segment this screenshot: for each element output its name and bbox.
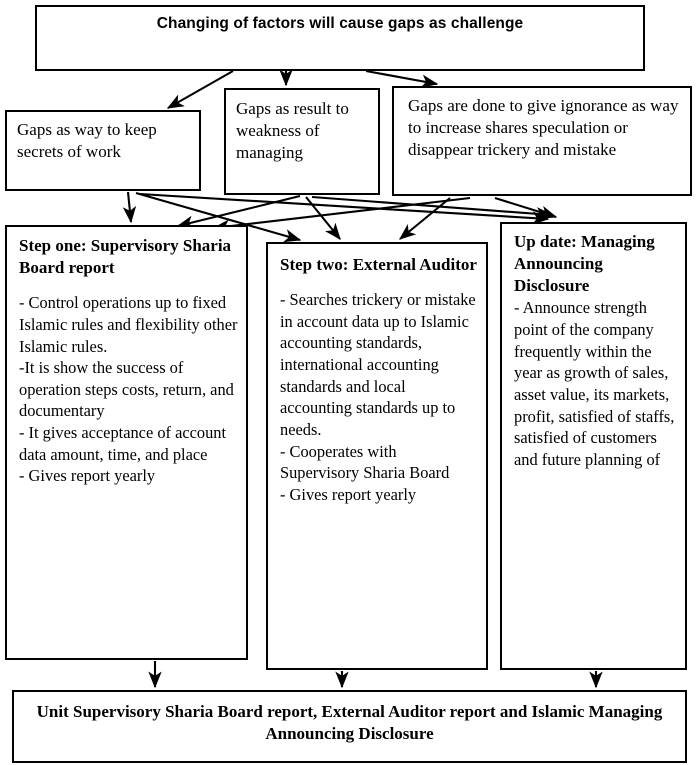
gap-box-secrets: Gaps as way to keep secrets of work (5, 110, 201, 191)
step-box-two-heading: Step two: External Auditor (280, 255, 477, 274)
arrow-gap1-to-step3 (139, 192, 550, 225)
gap-box-secrets-text: Gaps as way to keep secrets of work (17, 120, 157, 162)
arrow-gap2-to-step1 (176, 194, 301, 229)
spacer (280, 276, 478, 289)
step-box-one-body: - Control operations up to fixed Islamic… (19, 293, 238, 486)
step-box-two-body: - Searches trickery or mistake in accoun… (280, 290, 476, 504)
gap-box-weakness-text: Gaps as result to weakness of managing (236, 99, 349, 163)
step-box-update: Up date: Managing Announcing Disclosure … (500, 222, 687, 670)
title-box: Changing of factors will cause gaps as c… (35, 5, 645, 71)
step-box-update-body: - Announce strength point of the company… (514, 298, 675, 469)
arrow-gap2-to-step3 (311, 195, 554, 221)
arrow-gap3-to-step1 (212, 196, 471, 233)
step-box-one: Step one: Supervisory Sharia Board repor… (5, 225, 248, 660)
summary-box: Unit Supervisory Sharia Board report, Ex… (12, 690, 687, 763)
arrow-gap1-to-step1 (122, 191, 137, 224)
summary-text: Unit Supervisory Sharia Board report, Ex… (36, 702, 663, 743)
gap-box-ignorance-text: Gaps are done to give ignorance as way t… (408, 96, 679, 160)
gap-box-ignorance: Gaps are done to give ignorance as way t… (392, 86, 692, 196)
title-text: Changing of factors will cause gaps as c… (156, 15, 524, 32)
spacer (19, 279, 238, 292)
arrow-gap3-to-step2 (399, 197, 451, 240)
arrow-gap2-to-step2 (305, 196, 341, 240)
step-box-update-heading: Up date: Managing Announcing Disclosure (514, 232, 655, 296)
arrow-gap3-to-step3 (494, 196, 558, 219)
step-box-two: Step two: External Auditor - Searches tr… (266, 242, 488, 670)
step-box-one-heading: Step one: Supervisory Sharia Board repor… (19, 236, 232, 278)
gap-box-weakness: Gaps as result to weakness of managing (224, 88, 380, 195)
arrow-title-to-gap3 (365, 69, 439, 88)
